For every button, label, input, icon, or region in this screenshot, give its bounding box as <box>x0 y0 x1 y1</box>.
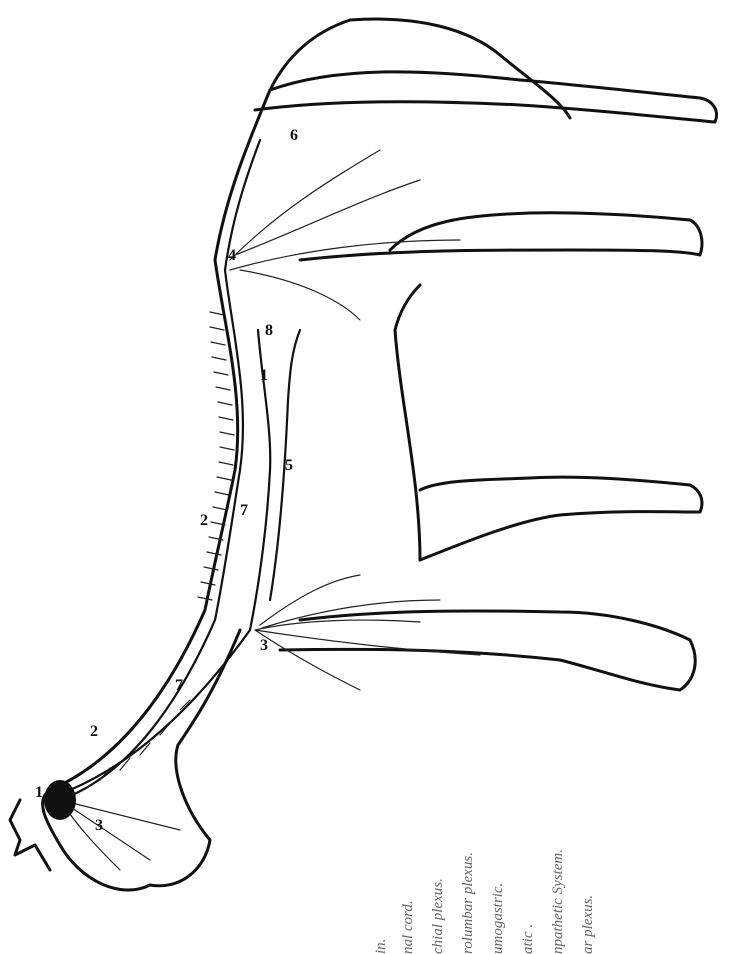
pneumogastric-path <box>70 330 270 790</box>
label-8-flank: 8 <box>265 322 273 339</box>
label-5-body: 5 <box>285 457 293 474</box>
label-1-head: 1 <box>35 784 43 801</box>
legend-line-7: npathetic System. <box>550 849 566 954</box>
horse-outline <box>10 19 717 890</box>
label-3-shoulder: 3 <box>260 637 268 654</box>
label-4-hip: 4 <box>228 247 236 264</box>
legend-line-3: chial plexus. <box>430 878 446 954</box>
label-1-flank: 1 <box>260 367 268 384</box>
legend-line-6: atic . <box>520 924 536 954</box>
label-2-neck: 2 <box>90 723 98 740</box>
facial-branches <box>60 800 180 870</box>
legend-line-1: in. <box>373 939 389 954</box>
sciatic-branches <box>230 150 460 320</box>
legend-line-5: umogastric. <box>490 883 506 954</box>
legend-line-2: nal cord. <box>400 900 416 954</box>
horse-hind-leg-right <box>255 72 717 122</box>
brain-mass <box>44 780 76 820</box>
horse-hind-leg-left <box>300 213 702 260</box>
legend: in. nal cord. chial plexus. rolumbar ple… <box>373 849 596 954</box>
label-2-back: 2 <box>200 512 208 529</box>
horse-front-leg-left <box>280 611 695 690</box>
legend-line-8: ar plexus. <box>580 895 596 954</box>
horse-neck-front <box>43 630 240 890</box>
horse-topline <box>50 20 350 790</box>
legend-line-4: rolumbar plexus. <box>460 852 476 954</box>
brachial-plexus-branches <box>255 575 480 690</box>
label-3-face: 3 <box>95 817 103 834</box>
horse-front-leg-right <box>420 477 702 560</box>
spinal-cord-path <box>60 140 260 800</box>
label-7-neck: 7 <box>175 677 183 694</box>
label-6-hindleg: 6 <box>290 127 298 144</box>
horse-belly <box>395 285 420 560</box>
label-7-body: 7 <box>240 502 248 519</box>
brain-shape <box>44 780 76 820</box>
